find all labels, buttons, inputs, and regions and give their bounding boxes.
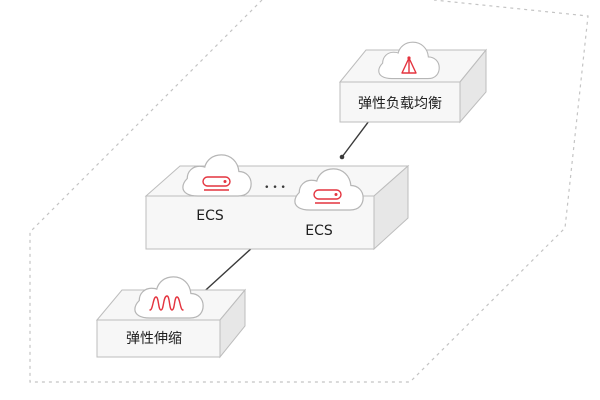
- connector-lb-ecs: [341, 116, 373, 158]
- auto-scaling-wave-icon: [149, 295, 184, 311]
- boundary-dashed-region: [29, 0, 589, 383]
- server-icon: [202, 176, 231, 191]
- load-balancer-node: 弹性负载均衡: [338, 41, 488, 124]
- platform-front: [96, 319, 221, 358]
- auto-scaling-node: 弹性伸缩: [95, 276, 247, 359]
- server-icon: [313, 189, 342, 204]
- cloud-shape: [134, 276, 204, 319]
- auto-scaling-label: 弹性伸缩: [126, 331, 182, 347]
- load-balancer-icon: [401, 56, 417, 74]
- ecs-ellipsis: • • •: [264, 183, 286, 193]
- load-balancer-label: 弹性负载均衡: [358, 96, 442, 112]
- ecs-instance-2: [294, 168, 364, 211]
- platform-front: [339, 81, 461, 123]
- ecs-label-2: ECS: [305, 223, 333, 239]
- ecs-group-node: • • • ECS ECS: [144, 154, 410, 251]
- connector-dot-lb: [339, 154, 345, 160]
- ecs-label-1: ECS: [196, 208, 224, 224]
- ecs-instance-1: [182, 154, 252, 197]
